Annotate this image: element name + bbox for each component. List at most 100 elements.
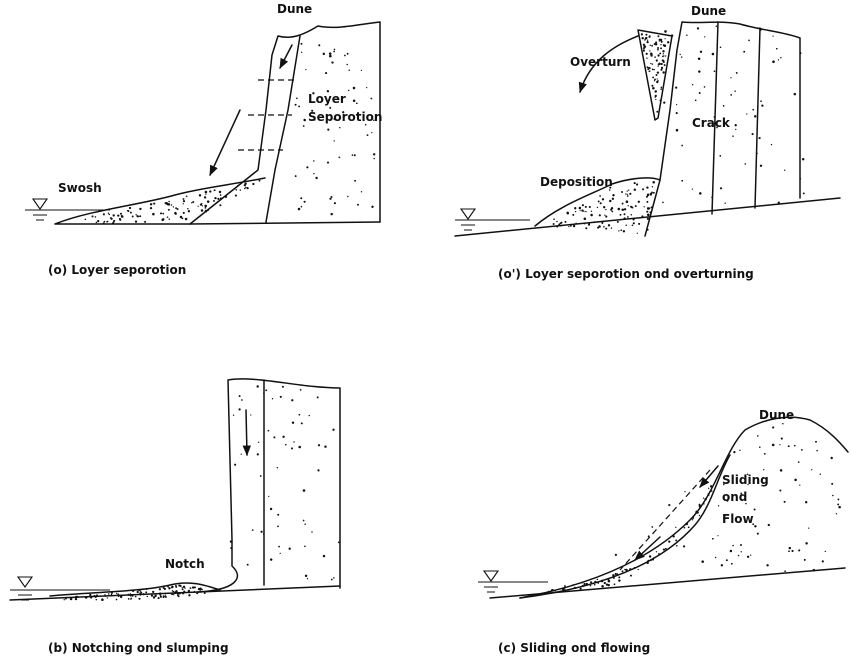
sand-dot [646,217,650,220]
sand-dot [174,212,177,215]
sand-dot [304,574,308,578]
sand-dot [783,500,786,503]
sand-dot [626,190,628,192]
sand-dot [643,47,645,50]
sand-dot [696,27,700,30]
sand-dot [803,558,806,561]
sand-dot [279,395,282,398]
sand-dot [607,579,611,583]
sand-dot [346,52,349,55]
stipple-c-dune [614,423,841,573]
sand-dot [808,527,810,529]
sand-dot [288,547,291,550]
sand-dot [699,50,703,54]
sand-dot [657,65,659,67]
sand-dot [118,217,121,220]
sand-dot [299,389,302,391]
sand-dot [112,214,115,217]
sand-dot [573,586,576,590]
sand-dot [631,224,634,227]
sand-dot [816,449,818,452]
sand-dot [662,44,665,47]
sand-dot [348,69,350,72]
sand-dot [167,203,171,206]
sand-dot [788,546,792,550]
sand-dot [106,597,108,599]
sand-dot [600,579,604,583]
sand-dot [277,525,279,528]
stipple-c-slide-layer [531,485,713,597]
sand-dot [240,453,242,455]
sand-dot [139,590,142,592]
sand-dot [675,112,678,115]
sand-dot [713,70,716,73]
sand-dot [788,550,790,553]
sand-dot [91,215,94,218]
sand-dot [657,47,659,49]
sand-dot [717,505,720,507]
sand-dot [698,70,701,73]
layer-a-dashed-lines [238,79,298,151]
sand-dot [201,205,204,207]
sand-dot [303,200,306,203]
sand-dot [285,443,287,446]
sand-dot [117,223,119,225]
sand-dot [171,590,174,592]
sand-dot [313,118,316,121]
beach-a-line [189,221,381,225]
sand-dot [623,213,626,216]
sand-dot [294,103,297,106]
sand-dot [241,399,243,401]
sand-dot [652,558,655,561]
sand-dot [691,519,694,521]
sand-dot [219,197,222,200]
sand-dot [811,469,813,471]
sand-dot [675,539,678,542]
sand-dot [84,218,87,221]
sand-dot [120,215,124,218]
sand-dot [770,143,773,146]
sand-dot [729,549,733,553]
sand-dot [726,499,729,502]
sand-dot [364,123,367,126]
sand-dot [695,511,697,514]
sand-dot [697,57,701,61]
sand-dot [821,560,824,563]
sand-dot [646,57,648,59]
label-notch: Notch [165,557,205,571]
sand-dot [622,208,625,211]
sand-dot [732,135,734,137]
sand-dot [271,398,274,400]
sand-dot [657,63,660,66]
sand-dot [338,98,340,101]
sand-dot [772,426,775,429]
sand-dot [616,220,619,223]
sand-dot [641,188,645,191]
sand-dot [103,220,106,223]
sand-dot [250,414,252,416]
sand-dot [613,583,616,586]
label-layer-a: Loyer [308,92,346,106]
sand-dot [139,593,142,596]
sand-dot [330,195,333,199]
sand-dot [110,593,113,596]
debris-b-outline [49,582,221,597]
sand-dot [333,48,336,51]
sand-dot [759,164,763,168]
sand-dot [192,201,195,203]
sand-dot [110,217,113,220]
sand-dot [152,590,155,594]
label-crack: Crack [692,116,731,130]
sand-dot [714,556,717,559]
sand-dot [339,126,341,129]
sand-dot [805,542,808,545]
sand-dot [603,206,606,209]
sand-dot [176,208,179,211]
sand-dot [568,225,570,228]
sand-dot [649,44,651,46]
sand-dot [333,577,335,579]
sand-dot [782,423,784,425]
sand-dot [330,212,333,216]
sand-dot [550,589,554,592]
sand-dot [94,595,97,598]
